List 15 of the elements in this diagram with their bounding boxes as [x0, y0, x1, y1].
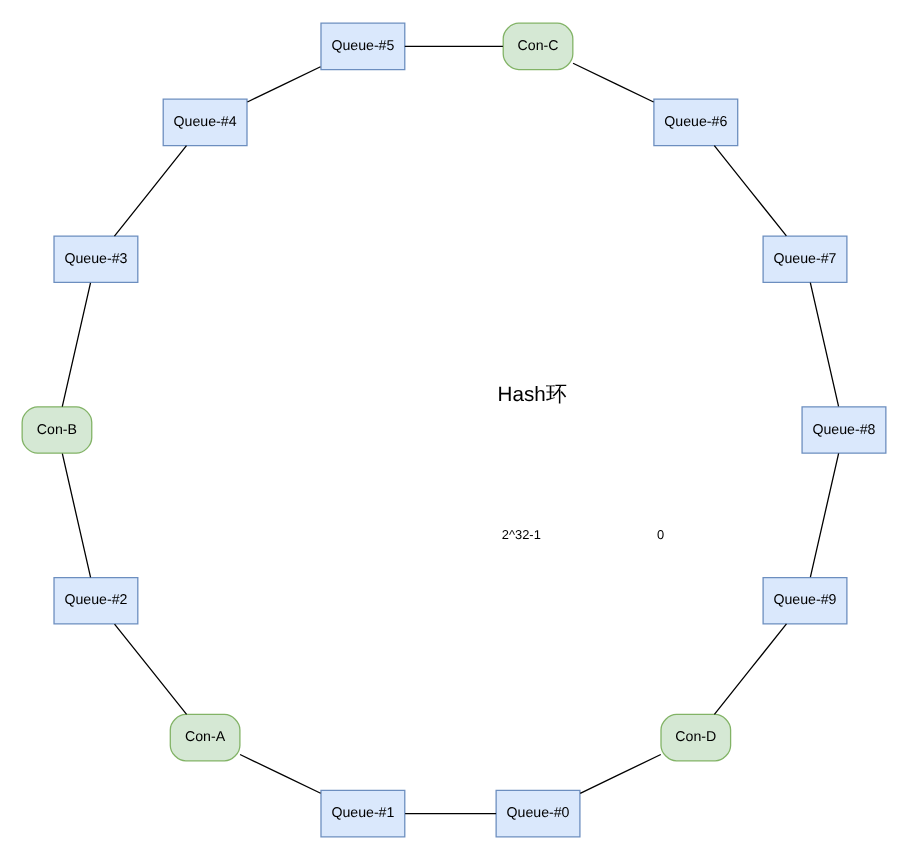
label: Hash环 — [497, 384, 566, 407]
connector — [404, 44, 504, 46]
connector — [572, 61, 655, 102]
connector — [246, 65, 322, 102]
connector — [713, 143, 788, 236]
connector — [809, 281, 840, 406]
connector — [579, 752, 662, 793]
connector — [61, 281, 92, 407]
connector — [113, 622, 188, 715]
connector — [239, 752, 322, 793]
connector — [809, 451, 840, 577]
connector — [404, 812, 497, 814]
connector — [113, 144, 188, 236]
connector — [61, 452, 92, 577]
connector — [713, 622, 788, 714]
